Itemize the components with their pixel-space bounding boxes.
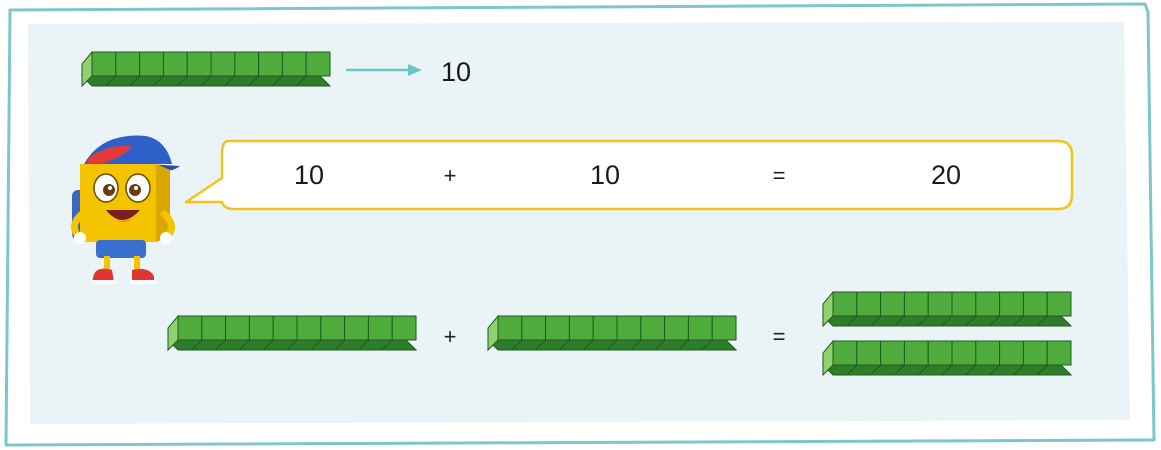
rod-unit-cube <box>91 51 117 77</box>
result-ten-rod-1 <box>821 290 1073 328</box>
rod-unit-cube <box>1046 291 1072 317</box>
rod-unit-cube <box>344 315 369 341</box>
rod-unit-cube <box>975 291 1001 317</box>
rod-unit-cube <box>1046 340 1072 366</box>
rod-unit-cube <box>640 315 666 341</box>
sum-value: 20 <box>930 160 962 190</box>
cube-mascot-illustration <box>71 135 180 284</box>
rod-unit-cube <box>999 291 1024 317</box>
addend-one: 10 <box>293 160 325 190</box>
rod-unit-cube <box>139 51 164 77</box>
plus-sign: + <box>443 163 457 188</box>
right-ten-rod <box>486 314 738 352</box>
rod-unit-cube <box>568 315 594 341</box>
rod-unit-cube <box>115 51 141 77</box>
rod-unit-cube <box>880 291 905 317</box>
rod-unit-cube <box>186 51 212 77</box>
rod-unit-cube <box>1022 291 1048 317</box>
rod-unit-cube <box>999 340 1024 366</box>
result-ten-rod-2 <box>821 339 1073 377</box>
model-plus-sign: + <box>443 324 457 349</box>
rod-unit-cube <box>225 315 250 341</box>
rod-unit-cube <box>880 340 905 366</box>
left-ten-rod <box>166 314 418 352</box>
rod-unit-cube <box>201 315 227 341</box>
rod-unit-cube <box>856 340 882 366</box>
rod-unit-cube <box>320 315 346 341</box>
rod-unit-cube <box>234 51 260 77</box>
rod-unit-cube <box>687 315 713 341</box>
rod-unit-cube <box>248 315 274 341</box>
rod-unit-cube <box>975 340 1001 366</box>
rod-unit-cube <box>903 340 929 366</box>
key-ten-rod <box>80 50 332 88</box>
rod-unit-cube <box>521 315 547 341</box>
rod-unit-cube <box>367 315 393 341</box>
rod-unit-cube <box>832 340 858 366</box>
rod-unit-cube <box>856 291 882 317</box>
rod-unit-cube <box>177 315 203 341</box>
rod-unit-cube <box>545 315 570 341</box>
speech-bubble <box>184 139 1074 211</box>
rod-unit-cube <box>927 291 953 317</box>
model-equals-sign: = <box>772 324 786 349</box>
rod-unit-cube <box>592 315 618 341</box>
addend-two: 10 <box>589 160 621 190</box>
rod-unit-cube <box>711 315 737 341</box>
rod-unit-cube <box>162 51 188 77</box>
rod-unit-cube <box>272 315 298 341</box>
rod-unit-cube <box>210 51 236 77</box>
rod-unit-cube <box>951 340 977 366</box>
right-arrow-icon <box>346 64 422 76</box>
rod-unit-cube <box>616 315 642 341</box>
rod-unit-cube <box>832 291 858 317</box>
rod-unit-cube <box>296 315 322 341</box>
equals-sign: = <box>772 163 786 188</box>
rod-unit-cube <box>903 291 929 317</box>
rod-unit-cube <box>258 51 283 77</box>
rod-unit-cube <box>497 315 523 341</box>
rod-unit-cube <box>305 51 331 77</box>
rod-unit-cube <box>951 291 977 317</box>
rod-unit-cube <box>281 51 307 77</box>
rod-unit-cube <box>1022 340 1048 366</box>
rod-unit-cube <box>391 315 417 341</box>
key-value-label: 10 <box>440 57 472 87</box>
rod-unit-cube <box>927 340 953 366</box>
rod-unit-cube <box>664 315 689 341</box>
